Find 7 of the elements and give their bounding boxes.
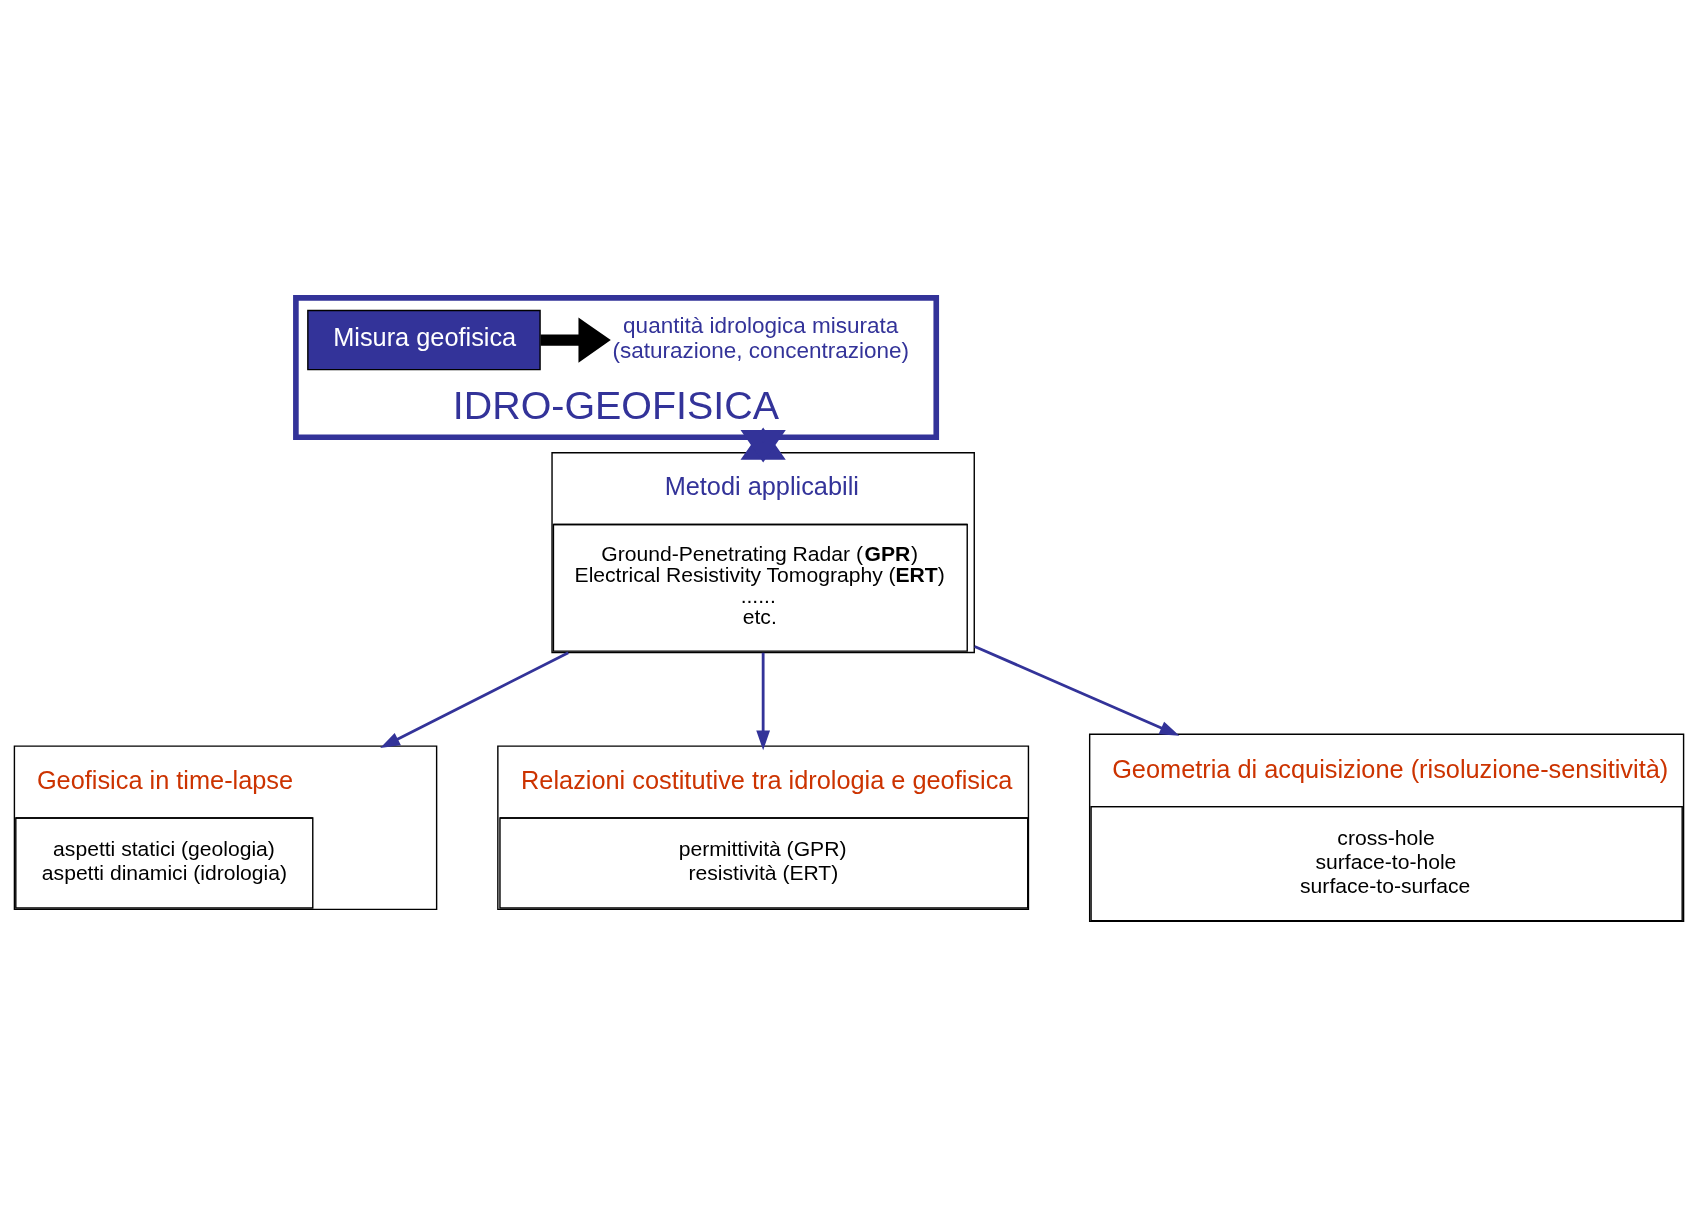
arrow — [540, 317, 611, 363]
arrow — [380, 651, 569, 748]
arrow — [756, 652, 771, 751]
node-text: quantità idrologica misurata (saturazione, concentrazione) — [612, 312, 909, 364]
arrow — [974, 645, 1180, 736]
arrow — [740, 427, 786, 460]
node-box: Misura geofisica — [307, 309, 541, 371]
